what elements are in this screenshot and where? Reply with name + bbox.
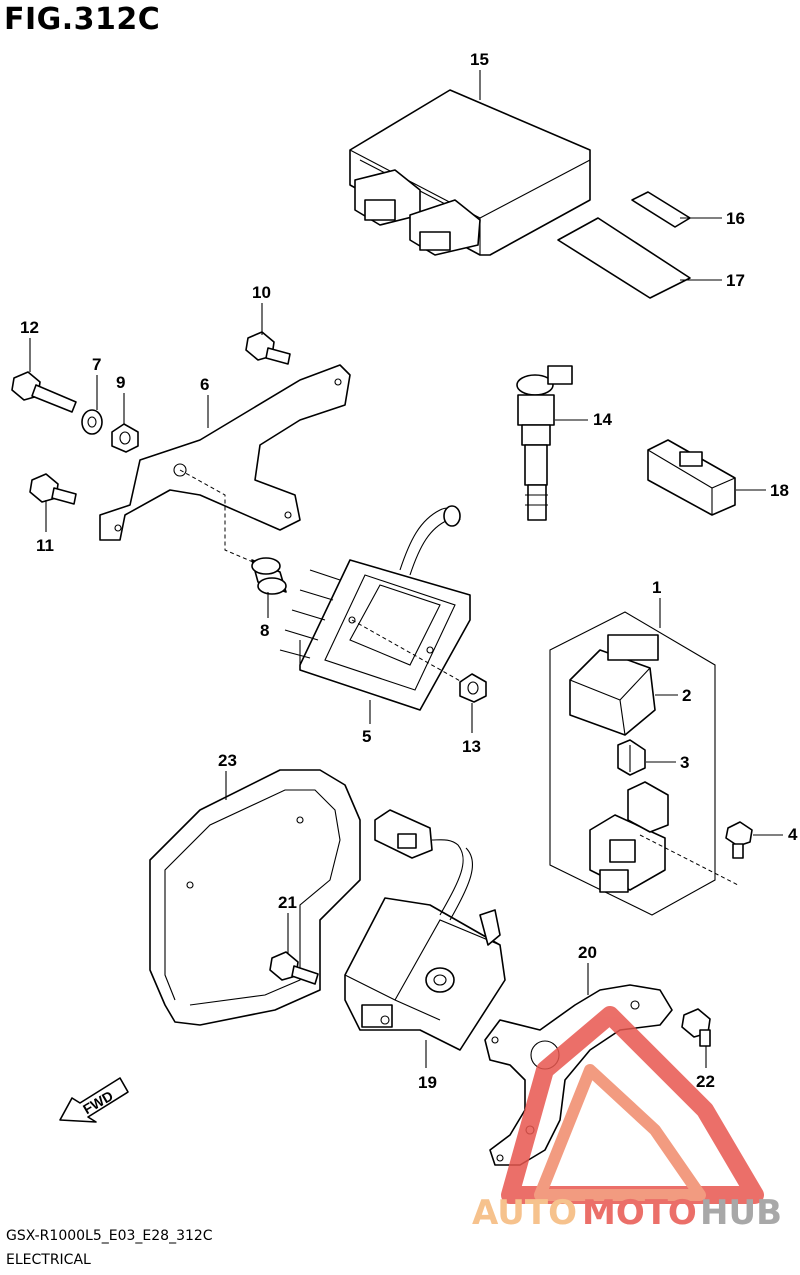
model-code: GSX-R1000L5_E03_E28_312C bbox=[6, 1228, 213, 1244]
fuse-box-cover-2 bbox=[569, 634, 659, 736]
callout-22: 22 bbox=[696, 1072, 715, 1091]
cover-23 bbox=[149, 769, 361, 1026]
callout-3: 3 bbox=[680, 753, 689, 772]
callout-2: 2 bbox=[682, 686, 691, 705]
fwd-arrow-icon: FWD bbox=[59, 1077, 129, 1123]
watermark-text-hub: HUB bbox=[700, 1193, 782, 1233]
callout-23: 23 bbox=[218, 751, 237, 770]
callout-1: 1 bbox=[652, 578, 661, 597]
callout-17: 17 bbox=[726, 271, 745, 290]
callout-13: 13 bbox=[462, 737, 481, 756]
callout-16: 16 bbox=[726, 209, 745, 228]
callout-10: 10 bbox=[252, 283, 271, 302]
callout-7: 7 bbox=[92, 355, 101, 374]
ecm-unit bbox=[349, 89, 591, 256]
bracket-20 bbox=[484, 984, 673, 1166]
nut-9 bbox=[111, 423, 139, 453]
fuse-3 bbox=[617, 739, 646, 776]
bolt-12 bbox=[11, 371, 77, 413]
callout-21: 21 bbox=[278, 893, 297, 912]
bracket-6 bbox=[99, 364, 351, 541]
bolt-10 bbox=[245, 331, 291, 365]
callout-6: 6 bbox=[200, 375, 209, 394]
fuse-box-group-outline bbox=[549, 611, 716, 916]
nut-13 bbox=[459, 673, 487, 703]
regulator-rectifier-5 bbox=[279, 505, 471, 711]
callout-19: 19 bbox=[418, 1073, 437, 1092]
module-19 bbox=[344, 809, 506, 1051]
bolt-11 bbox=[29, 473, 77, 505]
pad-16 bbox=[631, 191, 691, 228]
automotohub-watermark-logo: AUTO MOTO HUB bbox=[472, 1006, 782, 1233]
callout-15: 15 bbox=[470, 50, 489, 69]
bolt-22 bbox=[681, 1008, 711, 1047]
section-name: ELECTRICAL bbox=[6, 1252, 91, 1268]
washer-7 bbox=[81, 409, 103, 435]
connector-18 bbox=[647, 439, 736, 516]
screw-4 bbox=[725, 821, 753, 859]
spacer-8 bbox=[251, 557, 287, 595]
bolt-21 bbox=[269, 951, 319, 985]
callout-5: 5 bbox=[362, 727, 371, 746]
watermark-text-auto: AUTO bbox=[472, 1193, 577, 1233]
fuse-box-base bbox=[589, 781, 739, 893]
callout-14: 14 bbox=[593, 410, 612, 429]
callout-8: 8 bbox=[260, 621, 269, 640]
callout-9: 9 bbox=[116, 373, 125, 392]
ignition-coil-14 bbox=[516, 365, 573, 521]
callout-20: 20 bbox=[578, 943, 597, 962]
callout-11: 11 bbox=[36, 536, 54, 555]
watermark-text-moto: MOTO bbox=[582, 1193, 697, 1233]
callout-18: 18 bbox=[770, 481, 789, 500]
callout-4: 4 bbox=[788, 825, 798, 844]
pad-17 bbox=[557, 217, 691, 299]
figure-title: FIG.312C bbox=[4, 2, 161, 37]
callout-12: 12 bbox=[20, 318, 39, 337]
